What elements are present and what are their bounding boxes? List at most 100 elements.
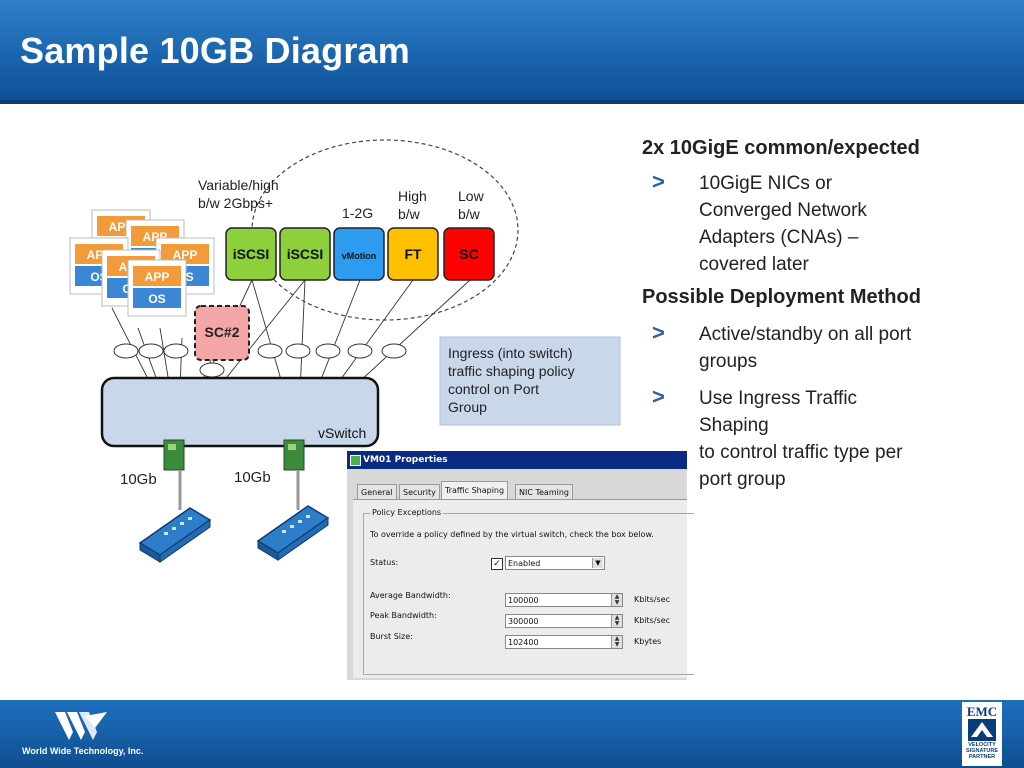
dialog-title-bar: VM01 Properties: [347, 451, 687, 469]
nic1-speed: 10Gb: [120, 471, 157, 488]
avg-bandwidth-label: Average Bandwidth:: [370, 591, 451, 600]
peak-bandwidth-label: Peak Bandwidth:: [370, 611, 437, 620]
burst-size-unit: Kbytes: [634, 637, 662, 646]
port-group-label: iSCSI: [287, 246, 324, 262]
port-group-box: [387, 227, 439, 281]
avg-bandwidth-unit: Kbits/sec: [634, 595, 671, 604]
port-group-label: SC: [459, 246, 478, 262]
bullet-line: 10GigE NICs or: [699, 173, 833, 194]
vm-properties-dialog: VM01 Properties General Security Traffic…: [347, 451, 694, 680]
peak-bandwidth-input[interactable]: 300000 ▲▼: [505, 614, 623, 628]
bullet-line: to control traffic type per: [699, 442, 903, 463]
port-group-box: [225, 227, 277, 281]
bullet-line: covered later: [699, 254, 809, 275]
physical-switch-1: [138, 507, 212, 563]
callout-line1: Ingress (into switch): [448, 345, 572, 361]
annot-variable-line2: b/w 2Gbps+: [198, 195, 273, 211]
emc-partner-logo: EMC VELOCITY SIGNATURE PARTNER: [962, 702, 1002, 766]
annot-low-line2: b/w: [458, 206, 481, 222]
bullet-item-active-standby: > Active/standby on all port groups: [642, 320, 982, 375]
traffic-shaping-panel: Policy Exceptions To override a policy d…: [353, 499, 694, 678]
partner-line: PARTNER: [968, 754, 996, 760]
port-group-box: [333, 227, 385, 281]
vm-app-os-icon: APP OS: [127, 259, 187, 317]
sc2-label: SC#2: [204, 324, 239, 340]
wwt-logo-icon: [55, 712, 107, 740]
bullet-line: port group: [699, 469, 786, 490]
burst-size-label: Burst Size:: [370, 632, 413, 641]
bullet-panel: 2x 10GigE common/expected > 10GigE NICs …: [642, 137, 982, 501]
tab-security[interactable]: Security: [399, 484, 440, 500]
status-select[interactable]: Enabled ▼: [505, 556, 605, 570]
nic2-speed: 10Gb: [234, 469, 271, 486]
avg-bandwidth-input[interactable]: 100000 ▲▼: [505, 593, 623, 607]
annot-high-line1: High: [398, 188, 427, 204]
heading-common: 2x 10GigE common/expected: [642, 137, 920, 159]
ingress-callout-box: [439, 336, 621, 426]
peak-bandwidth-value: 300000: [508, 617, 539, 626]
vm-os-label: OS: [148, 292, 165, 306]
tab-traffic-shaping[interactable]: Traffic Shaping: [441, 481, 509, 501]
sc2-box: [194, 305, 250, 361]
vswitch-label: vSwitch: [318, 425, 366, 441]
status-select-value: Enabled: [508, 559, 541, 568]
vswitch-box: [100, 376, 380, 448]
annot-low-line1: Low: [458, 188, 485, 204]
spinner-icon[interactable]: ▲▼: [611, 636, 622, 648]
annot-high-line2: b/w: [398, 206, 421, 222]
physical-switch-2: [256, 505, 330, 561]
port-group-boxes: iSCSI iSCSI vMotion FT SC: [225, 227, 495, 281]
burst-size-value: 102400: [508, 638, 539, 647]
dialog-title: VM01 Properties: [363, 455, 448, 465]
status-label: Status:: [370, 558, 399, 567]
callout-line3: control on Port: [448, 381, 539, 397]
avg-bandwidth-value: 100000: [508, 596, 539, 605]
vm-icons: APPOSAPPOSAPPOSAPPOSAPPOSAPPOS: [69, 209, 215, 317]
status-checkbox[interactable]: ✓: [491, 558, 503, 570]
bullet-line: Use Ingress Traffic: [699, 388, 858, 409]
chevron-down-icon: ▼: [592, 558, 603, 568]
heading-deployment: Possible Deployment Method: [642, 286, 921, 308]
callout-line2: traffic shaping policy: [448, 363, 575, 379]
spinner-icon[interactable]: ▲▼: [611, 594, 622, 606]
bullet-arrow-icon: >: [652, 384, 665, 409]
partner-label: VELOCITY SIGNATURE PARTNER: [962, 742, 1002, 760]
bullet-line: Adapters (CNAs) –: [699, 227, 859, 248]
instruction-text: To override a policy defined by the virt…: [370, 530, 654, 539]
nic-card-2: [283, 439, 305, 510]
annot-variable-line1: Variable/high: [198, 177, 279, 193]
dialog-icon: [350, 455, 361, 466]
velocity-emblem-icon: [968, 719, 996, 741]
company-name: World Wide Technology, Inc.: [22, 746, 144, 756]
peak-bandwidth-unit: Kbits/sec: [634, 616, 671, 625]
partner-line: SIGNATURE: [966, 748, 998, 754]
nic-card-1: [163, 439, 185, 510]
burst-size-input[interactable]: 102400 ▲▼: [505, 635, 623, 649]
bullet-line: Shaping: [699, 415, 769, 436]
port-group-box: [279, 227, 331, 281]
spinner-icon[interactable]: ▲▼: [611, 615, 622, 627]
network-diagram: APPOSAPPOSAPPOSAPPOSAPPOSAPPOS Variable/…: [30, 118, 630, 688]
group-title: Policy Exceptions: [370, 508, 444, 517]
port-group-label: iSCSI: [233, 246, 270, 262]
callout-line4: Group: [448, 399, 487, 415]
partner-line: VELOCITY: [968, 742, 996, 748]
port-ovals: [113, 343, 407, 378]
port-group-box: [443, 227, 495, 281]
bullet-item-nics: > 10GigE NICs or Converged Network Adapt…: [642, 169, 982, 278]
port-group-label: vMotion: [342, 251, 377, 261]
bullet-arrow-icon: >: [652, 320, 665, 345]
emc-wordmark: EMC: [966, 704, 998, 719]
port-group-label: FT: [404, 246, 422, 262]
tab-nic-teaming[interactable]: NIC Teaming: [515, 484, 573, 500]
bullet-item-ingress: > Use Ingress Traffic Shaping to control…: [642, 384, 982, 493]
vm-app-label: APP: [145, 270, 170, 284]
policy-exceptions-group: Policy Exceptions To override a policy d…: [363, 508, 694, 675]
bullet-line: Active/standby on all port: [699, 324, 912, 345]
vm-app-label: APP: [173, 248, 198, 262]
slide-footer: World Wide Technology, Inc.: [0, 700, 1024, 768]
tab-general[interactable]: General: [357, 484, 397, 500]
slide-title: Sample 10GB Diagram: [20, 30, 410, 71]
bullet-arrow-icon: >: [652, 169, 665, 194]
bullet-line: Converged Network: [699, 200, 867, 221]
